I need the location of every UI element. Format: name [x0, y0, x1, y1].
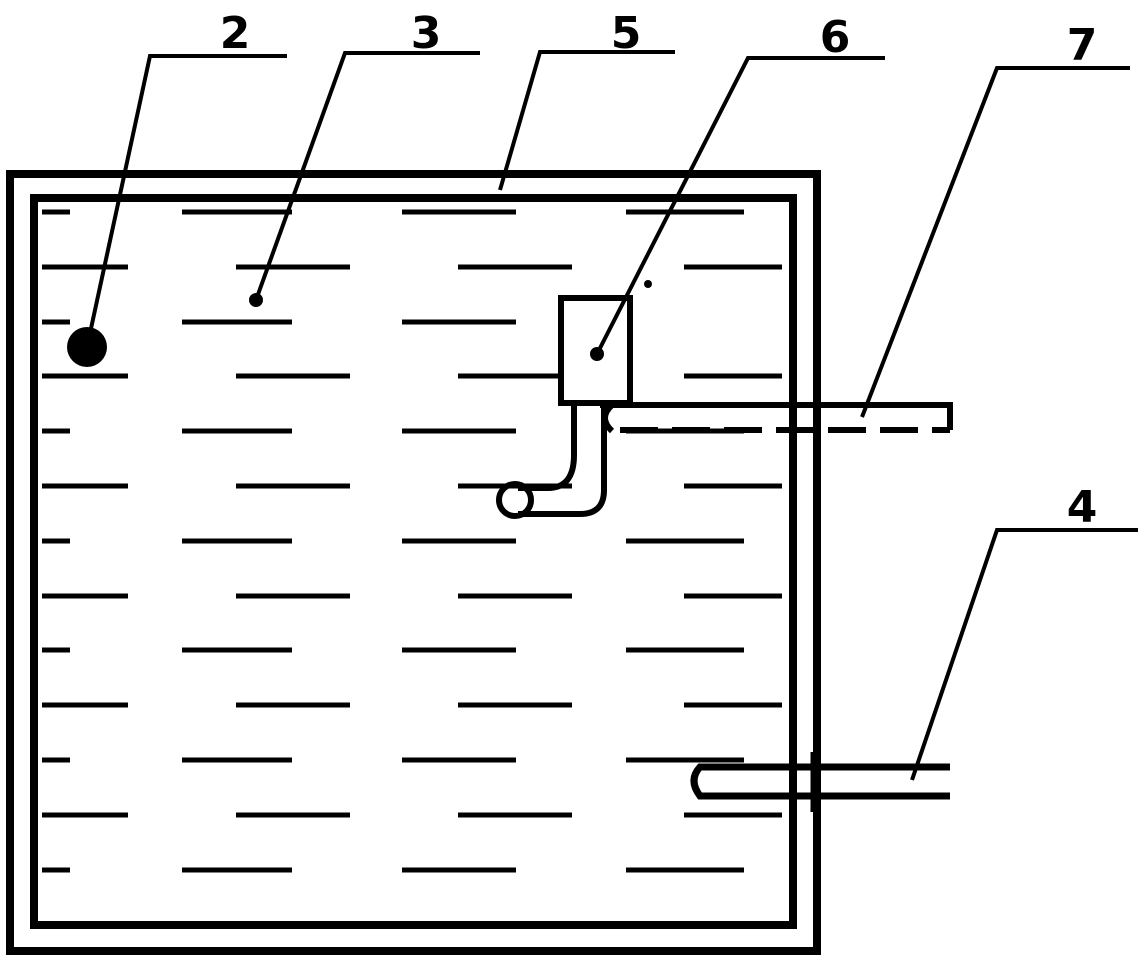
- callout-7: 7: [1067, 20, 1098, 71]
- pipe-6-inner: [518, 403, 607, 517]
- callout-3: 3: [411, 8, 442, 59]
- callout-4: 4: [1067, 482, 1098, 533]
- callout-2: 2: [220, 8, 251, 59]
- box-6-corner-dot: [644, 280, 652, 288]
- callout-5: 5: [611, 8, 642, 59]
- pipe-6-outer: [518, 403, 577, 491]
- callout-6: 6: [820, 12, 851, 63]
- tube-7-tip: [602, 402, 615, 434]
- callout-labels: 2 3 5 6 7 4: [220, 8, 1098, 533]
- leader-6: [595, 56, 885, 355]
- inner-wall: [30, 194, 797, 929]
- leader-7: [860, 66, 1130, 418]
- leader-3: [254, 51, 480, 301]
- liquid-level-lines: [42, 209, 782, 873]
- tube-7-upper: [600, 402, 953, 430]
- component-4-tube: [690, 752, 950, 812]
- leader-2: [85, 54, 287, 348]
- leader-5: [498, 50, 675, 191]
- component-6-box: [558, 280, 652, 406]
- outer-vessel: [6, 170, 821, 955]
- leader-lines: [85, 50, 1138, 781]
- outer-wall: [6, 170, 821, 955]
- component-6-inner-pipe: [496, 403, 607, 519]
- component-7-tube: [600, 402, 953, 434]
- component-3-dot: [249, 293, 263, 307]
- pipe-6-end-loop: [496, 481, 534, 519]
- leader-4: [910, 528, 1138, 781]
- tube-4-upper: [690, 763, 950, 800]
